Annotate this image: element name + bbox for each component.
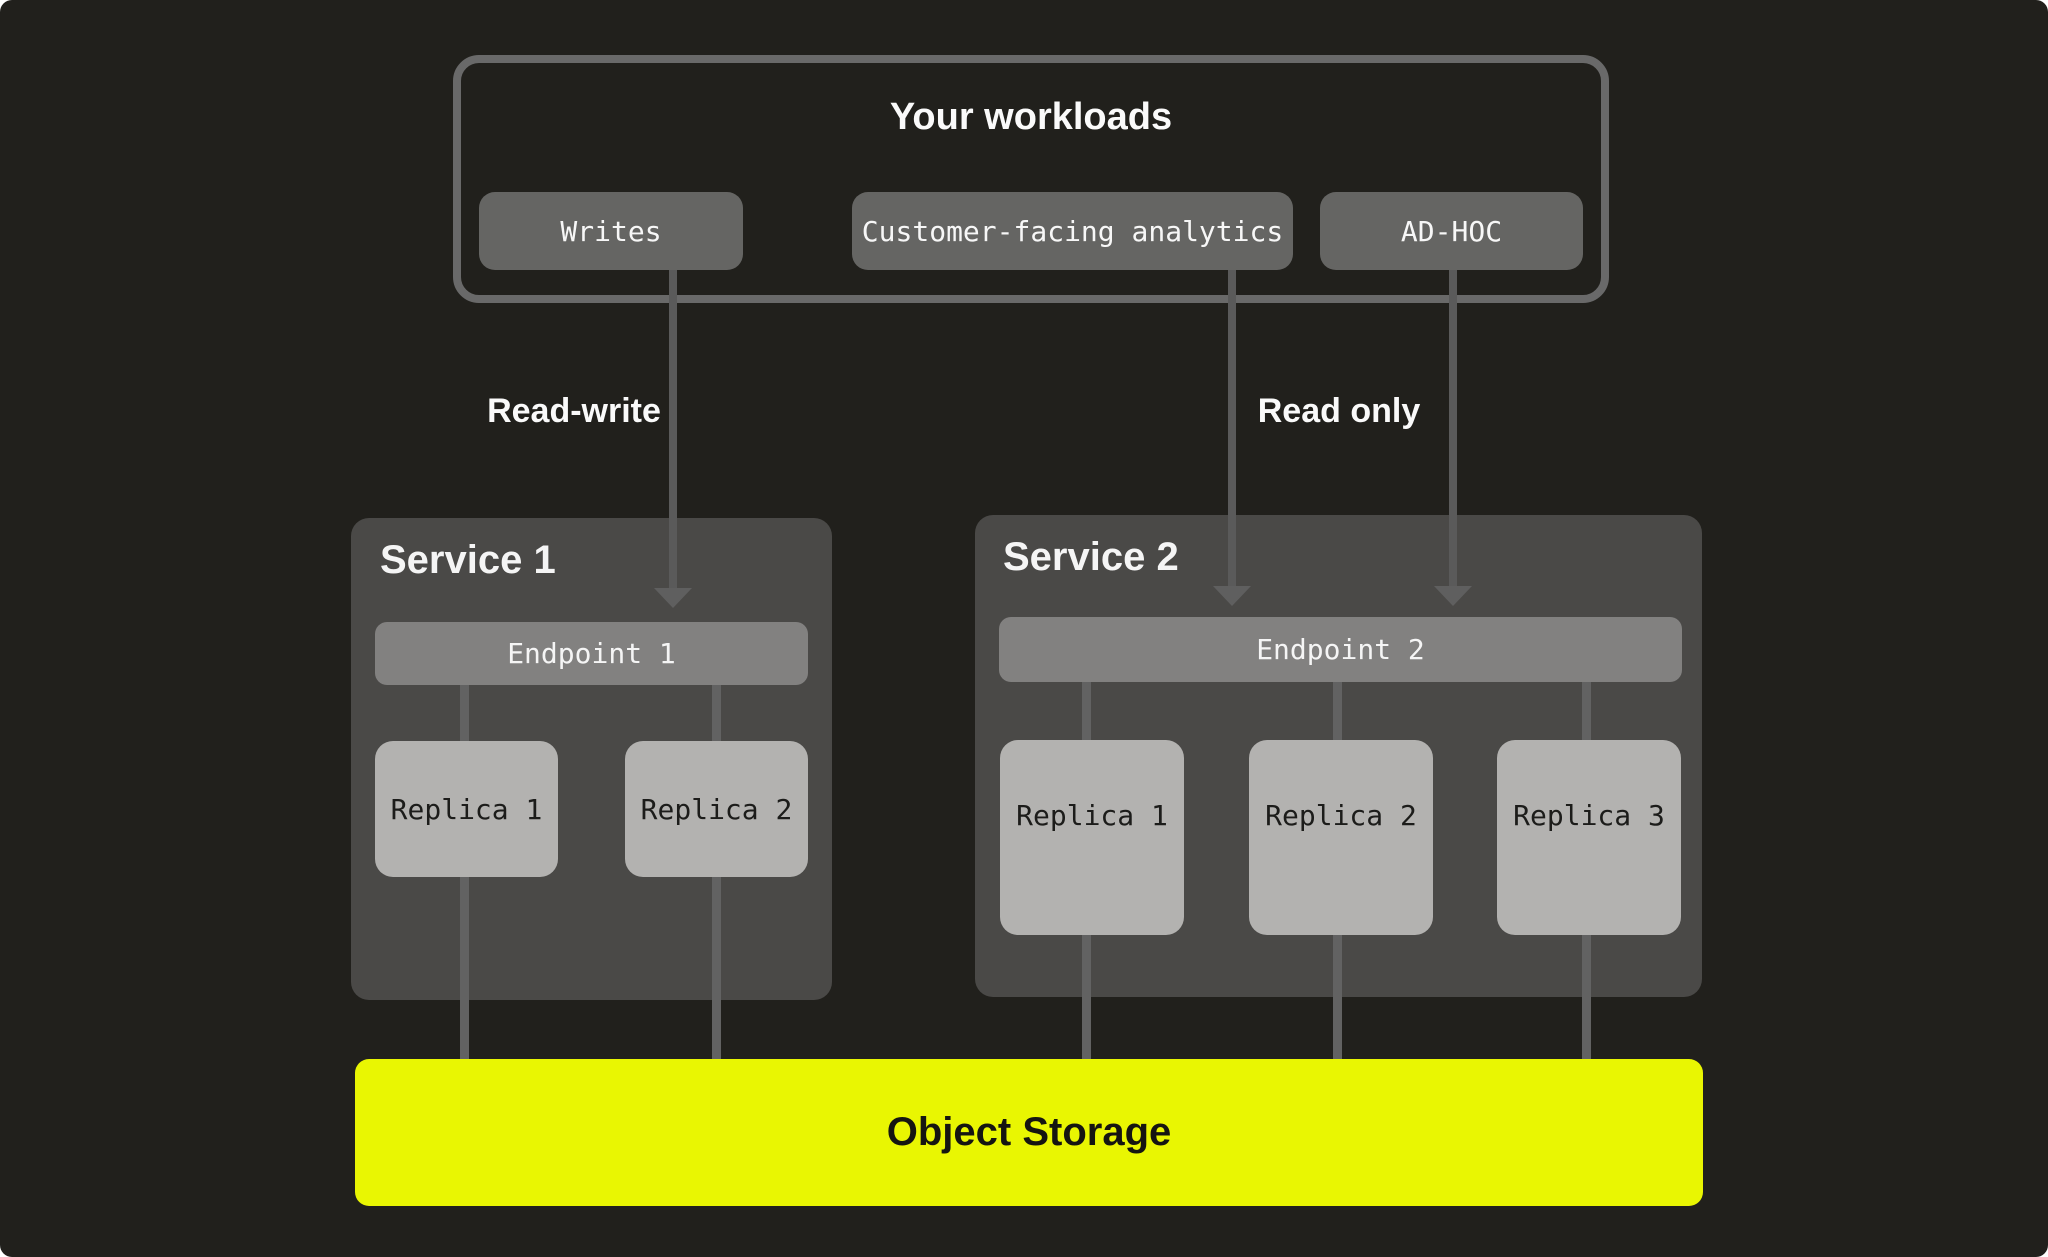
replica-label: Replica 2 <box>640 792 793 826</box>
arrow-down-icon <box>1213 586 1251 606</box>
workload-chip-writes: Writes <box>479 192 743 270</box>
service-1-replica-2: Replica 2 <box>625 741 808 877</box>
service-2-replica-1: Replica 1 <box>1000 740 1184 935</box>
workload-chip-writes-label: Writes <box>560 214 662 248</box>
workload-chip-analytics-label: Customer-facing analytics <box>861 214 1284 248</box>
workload-chip-customer-facing-analytics: Customer-facing analytics <box>852 192 1293 270</box>
read-only-label: Read only <box>1257 392 1421 430</box>
arrow-adhoc-line <box>1449 268 1457 588</box>
workload-chip-adhoc-label: AD-HOC <box>1400 214 1503 248</box>
object-storage-label: Object Storage <box>886 1110 1172 1154</box>
workloads-panel <box>453 55 1609 303</box>
arrow-down-icon <box>1434 586 1472 606</box>
replica-label: Replica 1 <box>390 792 543 826</box>
service-2-title: Service 2 <box>1003 535 1179 579</box>
endpoint-2-bar: Endpoint 2 <box>999 617 1682 682</box>
service-2-replica-2: Replica 2 <box>1249 740 1433 935</box>
arrow-down-icon <box>654 588 692 608</box>
workload-chip-ad-hoc: AD-HOC <box>1320 192 1583 270</box>
replica-label: Replica 2 <box>1265 799 1417 832</box>
arrow-writes-line <box>669 270 677 588</box>
replica-label: Replica 3 <box>1513 799 1665 832</box>
endpoint-1-bar: Endpoint 1 <box>375 622 808 685</box>
read-write-label: Read-write <box>487 392 661 430</box>
arrow-analytics-line <box>1228 268 1236 588</box>
service-1-replica-1: Replica 1 <box>375 741 558 877</box>
workloads-title: Your workloads <box>889 96 1173 138</box>
endpoint-2-label: Endpoint 2 <box>1256 633 1425 666</box>
service-2-replica-3: Replica 3 <box>1497 740 1681 935</box>
replica-label: Replica 1 <box>1016 799 1168 832</box>
object-storage-bar: Object Storage <box>355 1059 1703 1206</box>
endpoint-1-label: Endpoint 1 <box>507 637 676 670</box>
service-1-title: Service 1 <box>380 538 556 582</box>
